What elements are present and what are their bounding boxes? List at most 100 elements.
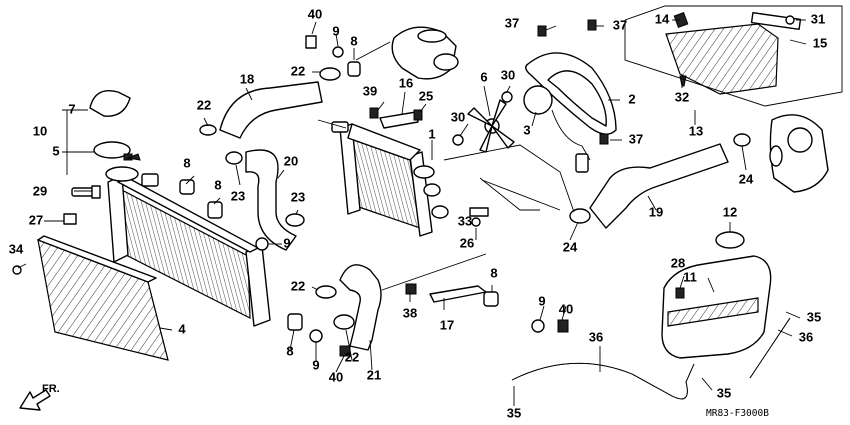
- callout-4: 4: [178, 321, 186, 336]
- callout-20: 20: [284, 153, 298, 168]
- callout-30: 30: [451, 109, 465, 124]
- callout-32: 32: [675, 89, 689, 104]
- callout-8: 8: [350, 33, 357, 48]
- drawing-code: MR83-F3000B: [706, 408, 769, 419]
- hose-19: [589, 143, 729, 229]
- thermo-switch: [469, 207, 489, 227]
- callout-40: 40: [329, 369, 343, 384]
- callout-11: 11: [683, 269, 697, 284]
- callout-14: 14: [655, 11, 670, 26]
- callout-33: 33: [458, 213, 472, 228]
- callout-37: 37: [613, 17, 627, 32]
- callout-9: 9: [283, 235, 290, 250]
- upper-hose-18: [219, 81, 323, 139]
- callout-8: 8: [490, 265, 497, 280]
- reservoir-tank: [661, 231, 772, 359]
- pipe-17: [429, 285, 487, 303]
- callout-numbers: 1234567888889999101112131415161718192021…: [9, 6, 827, 420]
- callout-3: 3: [523, 122, 530, 137]
- callout-22: 22: [291, 278, 305, 293]
- screw-37b: [587, 19, 597, 31]
- lower-hose-21: [339, 264, 382, 351]
- callout-34: 34: [9, 241, 24, 256]
- callout-40: 40: [308, 6, 322, 21]
- hose-clamps: [199, 67, 751, 330]
- callout-12: 12: [723, 204, 737, 219]
- callout-22: 22: [345, 349, 359, 364]
- callout-24: 24: [739, 171, 754, 186]
- water-pump: [769, 114, 829, 193]
- callout-39: 39: [363, 83, 377, 98]
- bolt-39: [369, 107, 379, 119]
- callout-37: 37: [505, 15, 519, 30]
- nut-30a: [501, 91, 513, 103]
- bolt-38: [405, 283, 417, 295]
- front-direction-arrow: FR.: [19, 383, 60, 411]
- front-direction-label: FR.: [42, 383, 60, 395]
- callout-5: 5: [52, 143, 59, 158]
- callout-38: 38: [403, 305, 417, 320]
- radiator-grille: [37, 235, 169, 361]
- callout-37: 37: [629, 131, 643, 146]
- nut-30b: [452, 134, 464, 146]
- callout-36: 36: [799, 329, 813, 344]
- callout-13: 13: [689, 123, 703, 138]
- callout-17: 17: [440, 317, 454, 332]
- callout-16: 16: [399, 75, 413, 90]
- callout-36: 36: [589, 329, 603, 344]
- callout-9: 9: [538, 293, 545, 308]
- inset-frame-13: [624, 5, 843, 107]
- callout-35: 35: [717, 385, 731, 400]
- hose-20: [245, 149, 297, 251]
- bolt-25: [413, 109, 423, 121]
- sub-radiator: [331, 121, 449, 237]
- callout-24: 24: [563, 239, 578, 254]
- callout-9: 9: [312, 357, 319, 372]
- callout-21: 21: [367, 367, 381, 382]
- callout-26: 26: [460, 235, 474, 250]
- callout-2: 2: [628, 91, 635, 106]
- bracket-16: [379, 111, 419, 129]
- callout-30: 30: [501, 67, 515, 82]
- screw-37c: [599, 133, 609, 145]
- overflow-hoses: [511, 317, 791, 400]
- callout-40: 40: [559, 301, 573, 316]
- callout-23: 23: [231, 188, 245, 203]
- callout-35: 35: [807, 309, 821, 324]
- bolts-40: [305, 35, 569, 357]
- thermostat-housing: [391, 26, 459, 80]
- callout-19: 19: [649, 204, 663, 219]
- reservoir-cap: [715, 231, 745, 249]
- fan-blade: [467, 99, 515, 153]
- clip-27: [63, 213, 77, 225]
- filler-neck: [105, 166, 139, 182]
- callout-35: 35: [507, 405, 521, 420]
- callout-9: 9: [332, 23, 339, 38]
- callout-25: 25: [419, 88, 433, 103]
- main-radiator: [105, 166, 271, 327]
- callout-22: 22: [197, 97, 211, 112]
- callout-15: 15: [813, 35, 827, 50]
- callout-10: 10: [33, 123, 47, 138]
- callout-6: 6: [480, 69, 487, 84]
- callout-1: 1: [428, 126, 435, 141]
- fan-motor: [523, 85, 591, 173]
- drain-bolt: [71, 185, 101, 199]
- callout-8: 8: [183, 155, 190, 170]
- callout-8: 8: [214, 177, 221, 192]
- callout-7: 7: [68, 101, 75, 116]
- leader-lines: [17, 19, 807, 406]
- radiator-cap-group: [89, 90, 141, 161]
- callout-28: 28: [671, 255, 685, 270]
- callout-27: 27: [29, 212, 43, 227]
- callout-31: 31: [811, 11, 825, 26]
- fan-cover: [665, 12, 802, 95]
- callout-18: 18: [240, 71, 254, 86]
- screw-37a: [537, 25, 547, 37]
- grommets: [179, 46, 545, 343]
- callout-8: 8: [286, 343, 293, 358]
- callout-23: 23: [291, 189, 305, 204]
- callout-29: 29: [33, 183, 47, 198]
- callout-22: 22: [291, 63, 305, 78]
